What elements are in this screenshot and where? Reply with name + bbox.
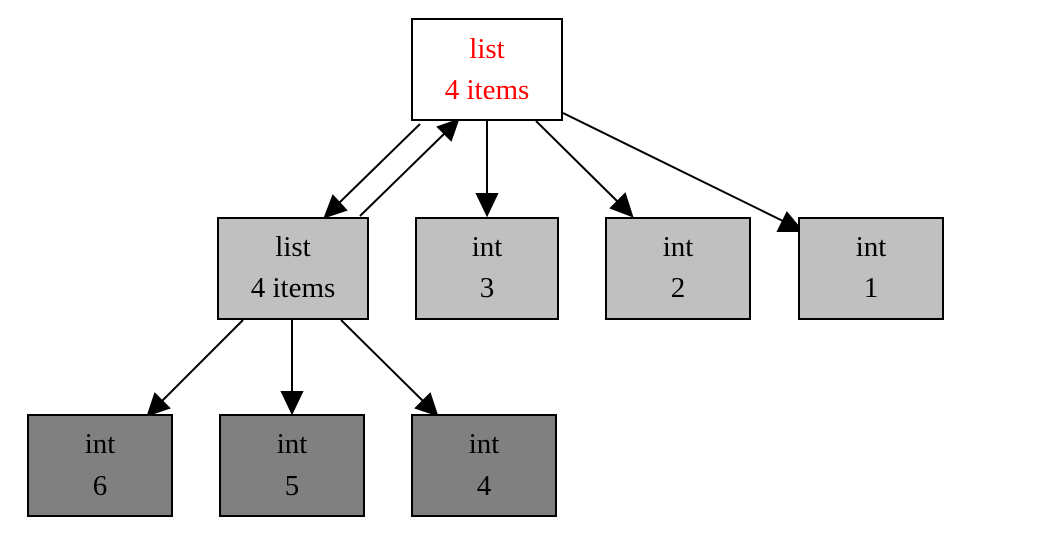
node-int-5: int 5: [219, 414, 365, 517]
node-box: [415, 217, 559, 320]
edge-inner-list-to-int6: [146, 319, 244, 417]
edge-root-to-int2: [535, 120, 634, 218]
node-int-1: int 1: [798, 217, 944, 320]
node-value-label: 4 items: [251, 272, 336, 304]
edge-root-to-int3: [475, 121, 499, 218]
node-box: [219, 414, 365, 517]
node-value-label: 6: [93, 470, 108, 502]
node-value-label: 5: [285, 470, 300, 502]
node-type-label: int: [85, 428, 116, 460]
node-value-label: 1: [864, 272, 879, 304]
node-inner-list: list 4 items: [217, 217, 369, 320]
node-box: [217, 217, 369, 320]
edge-root-to-int1: [562, 112, 805, 232]
node-box: [798, 217, 944, 320]
edge-inner-list-to-int5: [280, 320, 304, 416]
node-int-2: int 2: [605, 217, 751, 320]
node-type-label: int: [663, 231, 694, 263]
node-type-label: int: [277, 428, 308, 460]
node-int-3: int 3: [415, 217, 559, 320]
node-box: [411, 18, 563, 121]
node-type-label: list: [469, 33, 504, 65]
node-root-list: list 4 items: [411, 18, 563, 121]
node-type-label: int: [472, 231, 503, 263]
node-int-6: int 6: [27, 414, 173, 517]
node-type-label: int: [469, 428, 500, 460]
edge-root-to-inner-list: [323, 123, 421, 219]
node-type-label: list: [275, 231, 310, 263]
edge-inner-list-to-int4: [340, 319, 439, 417]
node-box: [411, 414, 557, 517]
node-type-label: int: [856, 231, 887, 263]
node-box: [605, 217, 751, 320]
node-box: [27, 414, 173, 517]
node-int-4: int 4: [411, 414, 557, 517]
node-value-label: 3: [480, 272, 495, 304]
edge-inner-list-to-root: [359, 118, 460, 217]
node-value-label: 2: [671, 272, 686, 304]
node-value-label: 4: [477, 470, 492, 502]
node-value-label: 4 items: [445, 74, 530, 106]
